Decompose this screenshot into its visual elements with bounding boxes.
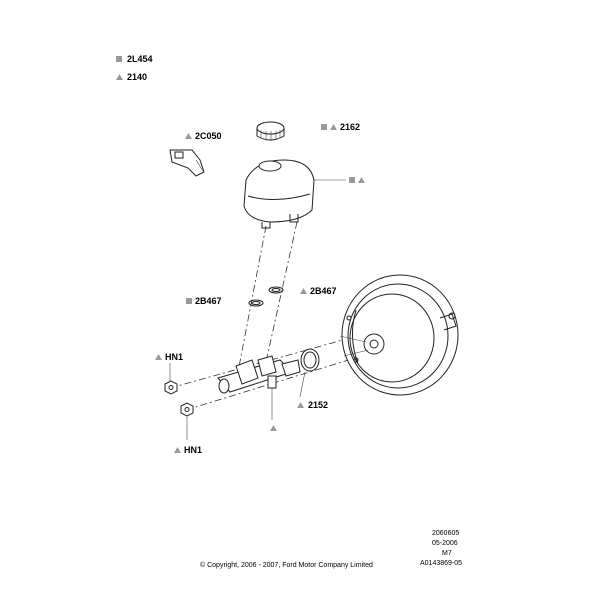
callout-seal-left-code: 2B467 bbox=[195, 296, 222, 306]
callout-sensor-code: 2C050 bbox=[195, 131, 222, 141]
callout-seal-right-code: 2B467 bbox=[310, 286, 337, 296]
callout-master-cylinder bbox=[270, 398, 277, 431]
o-ring bbox=[300, 348, 320, 372]
brake-booster bbox=[339, 274, 459, 396]
footer-code-1: 2060605 bbox=[432, 530, 459, 537]
nut-upper bbox=[164, 380, 178, 395]
reservoir-cap bbox=[256, 121, 285, 141]
footer-code-2: 05-2006 bbox=[432, 540, 458, 547]
callout-nut-upper: HN1 bbox=[155, 352, 183, 381]
callout-nut-lower: HN1 bbox=[174, 416, 202, 455]
legend-square-code: 2L454 bbox=[127, 54, 153, 64]
square-icon bbox=[116, 56, 122, 62]
legend: 2L454 2140 bbox=[116, 54, 153, 82]
fluid-level-sensor bbox=[169, 149, 205, 177]
copyright-text: © Copyright, 2006 - 2007, Ford Motor Com… bbox=[200, 561, 373, 569]
callout-oring-code: 2152 bbox=[308, 400, 328, 410]
seal-left bbox=[248, 299, 264, 307]
callout-sensor: 2C050 bbox=[185, 131, 222, 141]
footer-code-4: A0143869-05 bbox=[420, 560, 462, 567]
master-cylinder bbox=[217, 355, 301, 398]
callout-nut-lower-code: HN1 bbox=[184, 445, 202, 455]
legend-triangle-code: 2140 bbox=[127, 72, 147, 82]
callout-nut-upper-code: HN1 bbox=[165, 352, 183, 362]
callout-cap-code: 2162 bbox=[340, 122, 360, 132]
callout-seal-left: 2B467 bbox=[186, 296, 222, 306]
callout-cap: 2162 bbox=[321, 122, 360, 132]
callout-oring: 2152 bbox=[297, 371, 328, 410]
callout-reservoir bbox=[349, 177, 365, 183]
footer-code-3: M7 bbox=[442, 550, 452, 557]
triangle-icon bbox=[116, 74, 123, 80]
callout-seal-right: 2B467 bbox=[300, 286, 337, 296]
fluid-reservoir bbox=[243, 159, 346, 229]
seal-right bbox=[268, 286, 284, 294]
nut-lower bbox=[180, 402, 194, 417]
